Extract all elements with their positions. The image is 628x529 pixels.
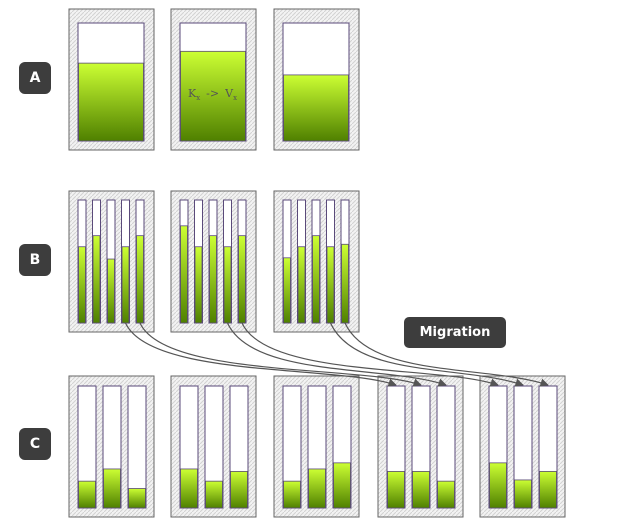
migration-arrow-3 xyxy=(226,322,447,387)
row-c-box-1-bin-2-fill xyxy=(103,468,121,509)
row-b-box-3-bin-3-fill xyxy=(312,235,320,324)
row-b-box-2-bin-5-fill xyxy=(238,235,246,324)
server-boxes xyxy=(68,8,566,518)
row-c-box-2-bin-3-fill xyxy=(230,470,248,509)
row-c-box-4-bin-2-fill xyxy=(412,470,430,509)
row-c-box-1-bin-1-fill xyxy=(78,480,96,509)
row-c-box-5-bin-2-fill xyxy=(514,479,532,509)
row-b-box-1-bin-4-fill xyxy=(121,246,130,324)
row-c-box-2-bin-1-fill xyxy=(180,468,198,509)
row-c-box-3-bin-3-fill xyxy=(333,462,351,509)
migration-arrows xyxy=(124,322,549,387)
kv-key-subscript: x xyxy=(196,94,200,102)
migration-arrow-6 xyxy=(344,322,549,387)
row-b-box-3-bin-5-fill xyxy=(341,243,349,324)
row-c-box-5-bin-3-fill xyxy=(539,470,557,509)
row-c-box-3-bin-2-fill xyxy=(308,468,326,509)
kv-value-subscript: x xyxy=(233,94,237,102)
row-label-a: A xyxy=(19,62,51,94)
row-b-box-1-bin-2-fill xyxy=(92,235,101,324)
row-c-box-4-bin-1-fill xyxy=(387,470,405,509)
row-b-box-3-bin-2-fill xyxy=(297,246,306,324)
row-b-box-2-bin-1-fill xyxy=(180,225,188,324)
row-c-box-2-bin-2-fill xyxy=(205,480,223,509)
migration-arrow-2 xyxy=(139,322,422,387)
svg-text:Kx->Vx: Kx -> Vx xyxy=(188,87,237,102)
row-b-box-3-bin-1-fill xyxy=(283,257,291,324)
row-label-c: C xyxy=(19,428,51,460)
kv-arrow: -> xyxy=(206,87,219,100)
row-b-box-3-bin-4-fill xyxy=(326,246,335,324)
row-b-box-2-bin-4-fill xyxy=(223,246,232,324)
row-a-bin-3-fill xyxy=(283,74,349,142)
migration-arrow-5 xyxy=(329,322,524,387)
migration-label: Migration xyxy=(404,317,506,348)
row-b-box-2-bin-2-fill xyxy=(194,246,203,324)
row-b-box-2-bin-3-fill xyxy=(209,235,217,324)
row-b-box-1-bin-5-fill xyxy=(136,235,144,324)
migration-arrow-4 xyxy=(241,322,499,387)
row-c-box-3-bin-1-fill xyxy=(283,480,301,509)
row-c-box-1-bin-3-fill xyxy=(128,488,146,509)
row-c-box-4-bin-3-fill xyxy=(437,480,455,509)
row-a-bin-2-fill xyxy=(180,50,246,142)
row-b-box-1-bin-1-fill xyxy=(78,246,86,324)
key-value-label: Kx -> Vx xyxy=(188,87,237,102)
kv-key: K xyxy=(188,87,197,100)
kv-value: V xyxy=(224,87,234,100)
row-a-bin-1-fill xyxy=(78,62,144,142)
migration-arrow-1 xyxy=(124,322,397,387)
row-b-box-1-bin-3-fill xyxy=(107,258,115,324)
row-label-b: B xyxy=(19,244,51,276)
row-c-box-5-bin-1-fill xyxy=(489,462,507,509)
